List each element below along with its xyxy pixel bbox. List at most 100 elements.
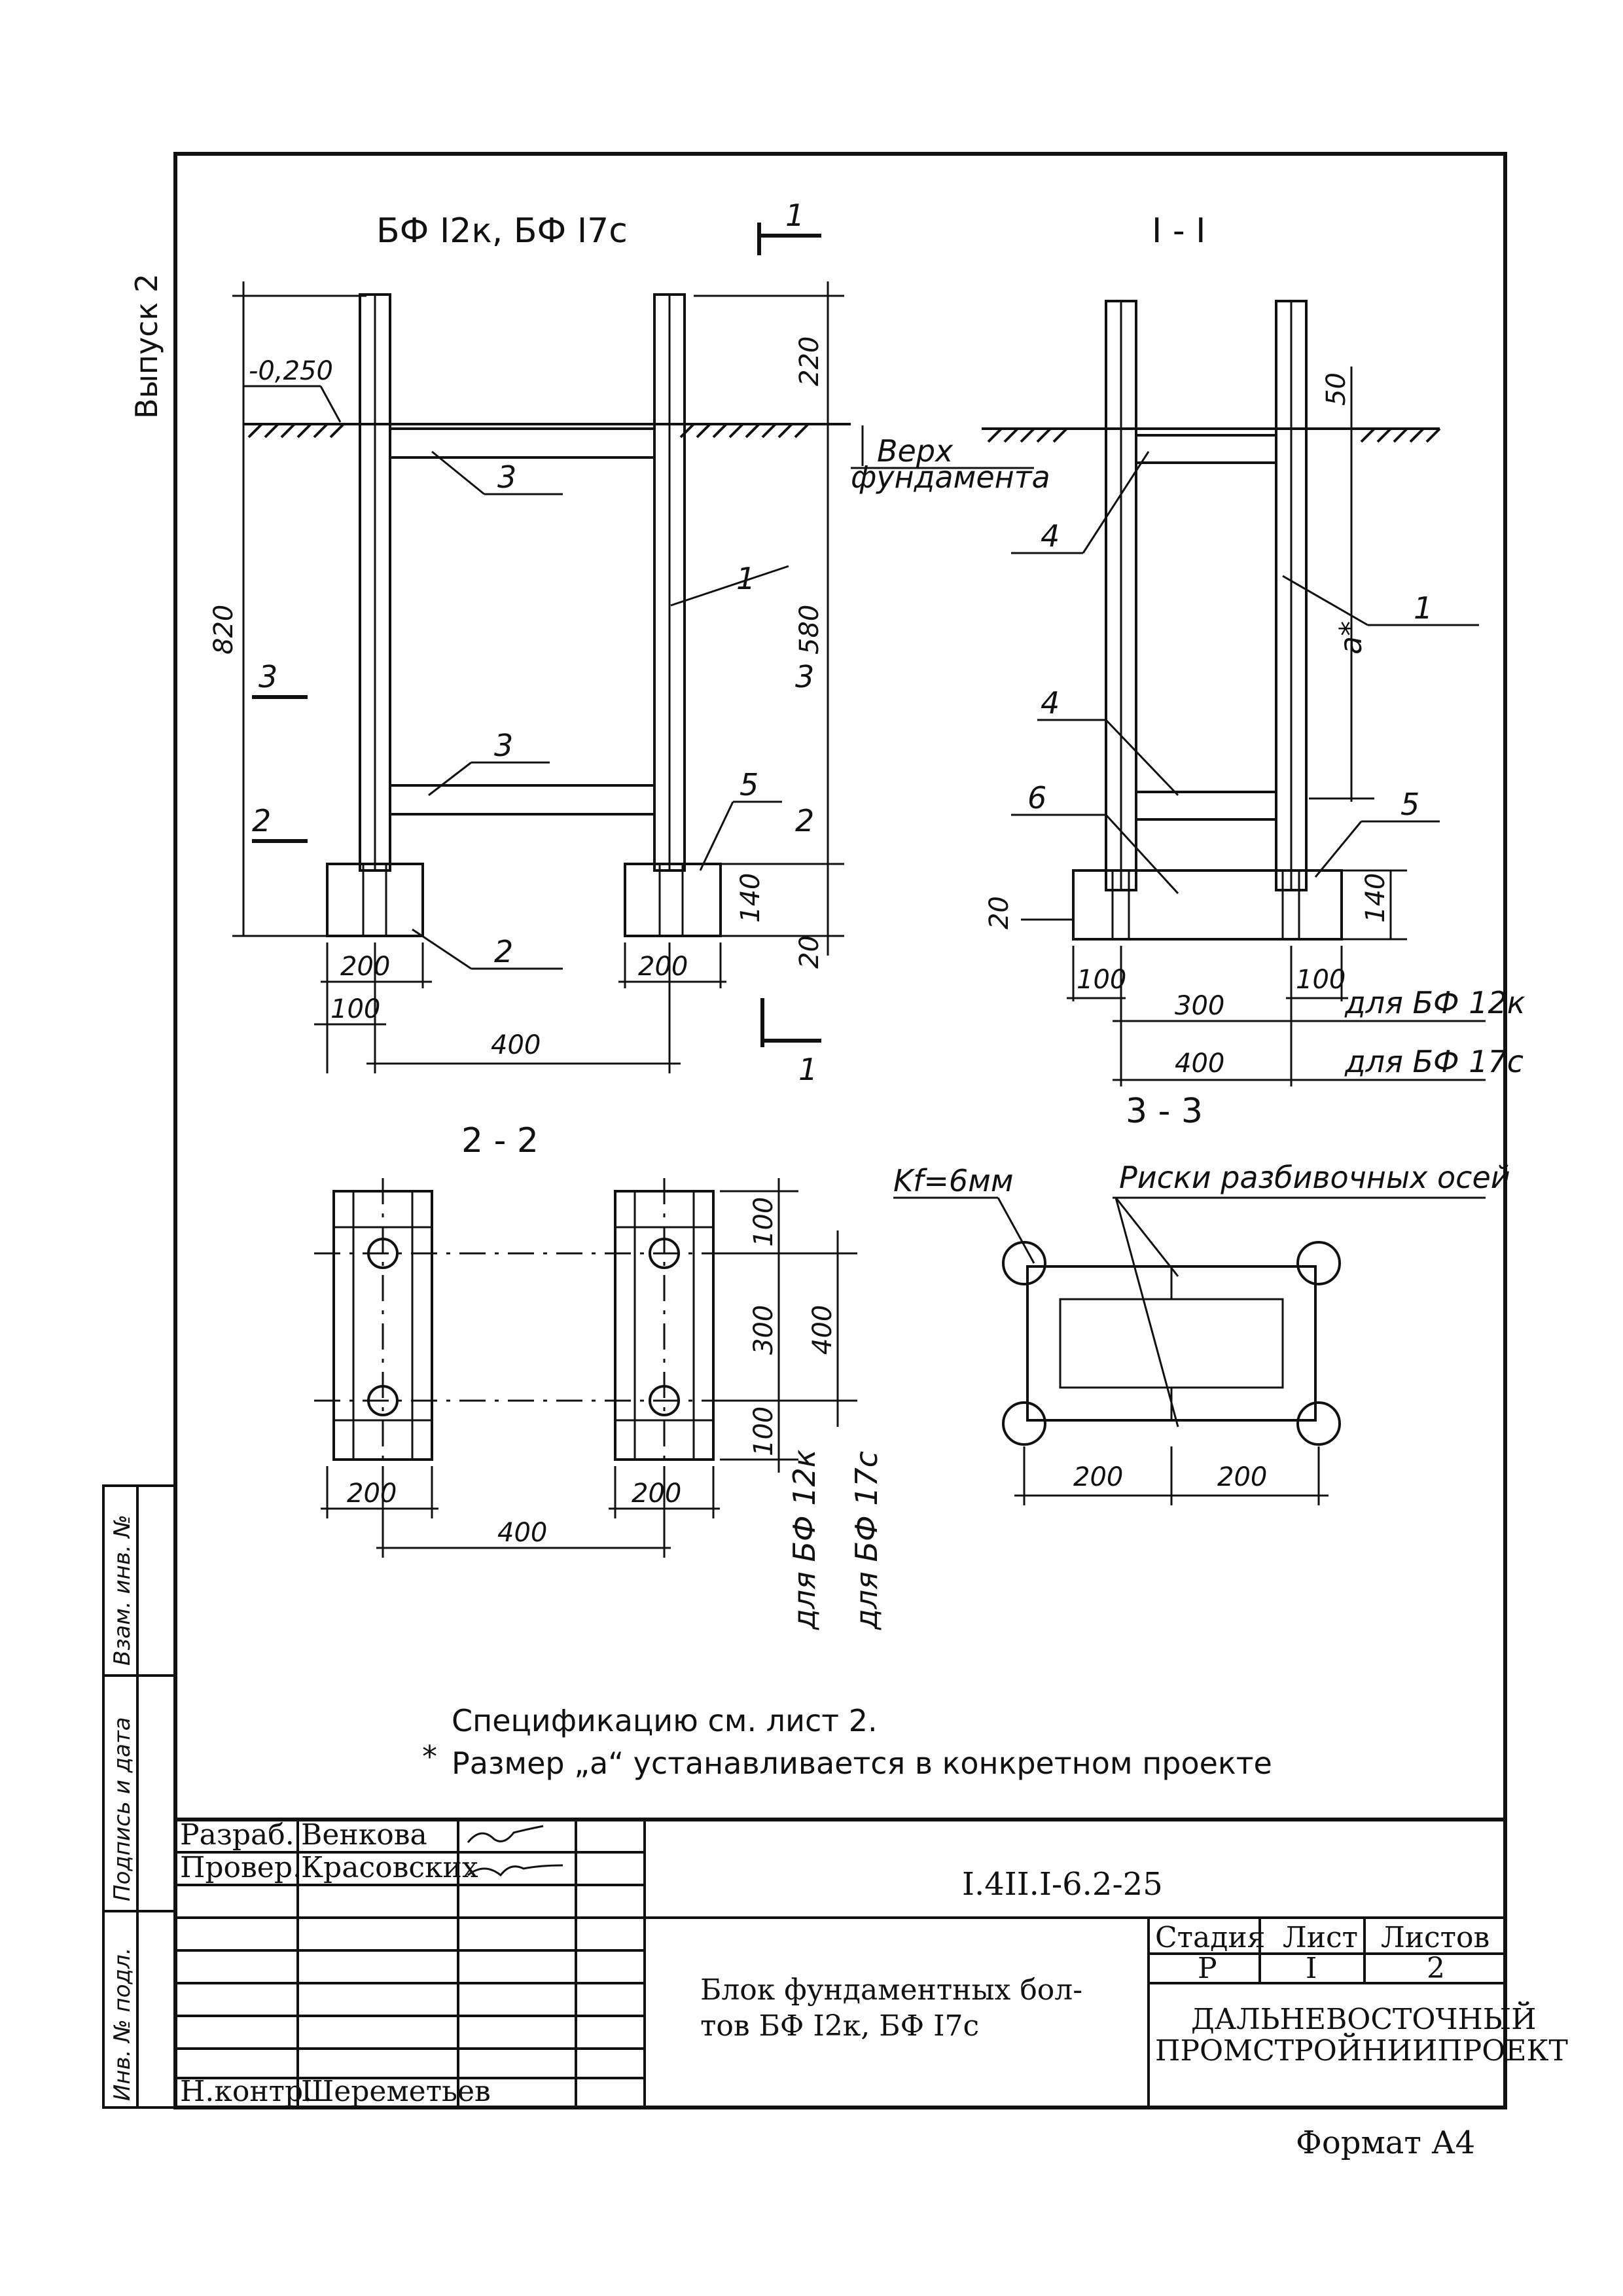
tb-item-name-1: Блок фундаментных бол- (700, 1973, 1082, 2007)
main-elevation-title: БФ I2к, БФ I7с (376, 211, 628, 251)
section-applies-17c: для БФ 17с (1344, 1044, 1524, 1079)
axes-note: Риски разбивочных осей (1119, 1160, 1510, 1195)
cut-mark-2: 2 (252, 803, 271, 838)
frame-bolt-tl (1002, 1241, 1046, 1285)
plan-dim-400-vert: 400 (808, 1305, 838, 1355)
frame-bolt-bl (1002, 1401, 1046, 1446)
frame-inner (1059, 1298, 1284, 1389)
ground-hatch (247, 423, 810, 439)
section-dim-300: 300 (1175, 991, 1224, 1021)
note-asterisk: * (422, 1739, 437, 1774)
side-stamp: Инв. № подл. Подпись и дата Взам. инв. № (102, 1484, 177, 2109)
section-2-2-title: 2 - 2 (461, 1121, 539, 1160)
note-dimension-a: Размер „a“ устанавливается в конкретном … (452, 1746, 1272, 1781)
section-dim-140: 140 (1361, 873, 1391, 923)
section-3-3-title: 3 - 3 (1126, 1092, 1203, 1131)
tb-document-code: I.4II.I-6.2-25 (962, 1866, 1163, 1903)
dim-820: 820 (209, 605, 239, 655)
section-dim-100-left: 100 (1077, 965, 1126, 995)
section-dim-20: 20 (984, 896, 1014, 929)
plan-dim-400: 400 (497, 1518, 547, 1548)
section-dim-a: a* (1333, 621, 1368, 655)
label-bar-bottom: 3 (494, 728, 513, 763)
plan-dim-200-right: 200 (632, 1479, 681, 1509)
section-bar-top (1135, 434, 1277, 464)
tb-name-developer: Венкова (301, 1818, 427, 1852)
bar-bottom (389, 784, 656, 816)
notes: Спецификацию см. лист 2. * Размер „a“ ус… (422, 1703, 1272, 1781)
label-bar-top: 3 (497, 459, 516, 495)
plate-right (624, 863, 722, 937)
tb-item-name-2: тов БФ I2к, БФ I7с (700, 2009, 979, 2043)
section-label-1: 1 (1414, 590, 1433, 626)
label-plate: 2 (494, 934, 513, 969)
issue-label: Выпуск 2 (129, 274, 164, 419)
dim-20: 20 (794, 935, 825, 969)
level-mark: -0,250 (249, 356, 333, 386)
label-washer: 5 (740, 767, 758, 802)
dim-100: 100 (330, 994, 380, 1024)
tb-sheets: 2 (1427, 1952, 1445, 1985)
tb-stage-header: Стадия (1155, 1921, 1265, 1954)
section-label-5: 5 (1400, 787, 1419, 822)
tb-stage: Р (1198, 1952, 1217, 1985)
section-3-3: 3 - 3 Kf=6мм Риски разбивочных осей 200 … (893, 1092, 1510, 1505)
section-dim-400: 400 (1175, 1049, 1224, 1079)
cut-mark-1-top: 1 (785, 198, 804, 233)
tb-name-norm-control: Шереметьев (301, 2075, 491, 2108)
section-bar-bottom (1135, 791, 1277, 821)
weld-leg-label: Kf=6мм (893, 1163, 1014, 1198)
bar-top (389, 427, 656, 459)
tb-sheet: I (1306, 1952, 1317, 1985)
plan-dim-200-left: 200 (347, 1479, 397, 1509)
tb-role-developer: Разраб. (180, 1818, 294, 1852)
top-of-foundation-2: фундамента (851, 459, 1050, 495)
top-of-foundation-1: Верх (877, 433, 954, 469)
label-bolt: 1 (736, 561, 755, 596)
section-base-plate (1072, 869, 1343, 941)
section-2-2: 2 - 2 200 200 400 100 300 400 (314, 1121, 884, 1630)
tb-sheets-header: Листов (1381, 1921, 1489, 1954)
cut-mark-3: 3 (259, 659, 277, 694)
plan-dim-100-bottom: 100 (749, 1407, 779, 1456)
section-ground-hatch (987, 427, 1441, 443)
tb-organization-1: ДАЛЬНЕВОСТОЧНЫЙ (1191, 2001, 1536, 2036)
main-elevation: БФ I2к, БФ I7с -0,250 Верх фундамента (209, 198, 1050, 1087)
title-block: Разраб. Венкова Провер. Красовских Н.кон… (173, 1818, 1568, 2109)
section-dim-100-right: 100 (1296, 965, 1346, 995)
plan-applies-12k: для БФ 12к (787, 1449, 822, 1630)
cut-mark-1-bottom: 1 (798, 1052, 817, 1087)
frame-bolt-br (1296, 1401, 1341, 1446)
note-specification: Спецификацию см. лист 2. (452, 1703, 878, 1738)
dim-400: 400 (491, 1030, 541, 1060)
plan-dim-100-top: 100 (749, 1197, 779, 1247)
signature-checker (467, 1864, 563, 1877)
cut-mark-2-right: 2 (795, 803, 814, 838)
tb-sheet-header: Лист (1283, 1921, 1358, 1954)
tb-role-norm-control: Н.контр. (180, 2075, 312, 2108)
section-applies-12k: для БФ 12к (1344, 985, 1525, 1020)
plate-left (326, 863, 424, 937)
dim-140: 140 (736, 873, 766, 923)
dim-200-left: 200 (340, 952, 390, 982)
signature-developer (467, 1825, 544, 1843)
cut-mark-3-right: 3 (795, 659, 814, 694)
stamp-vzam-inv: Взам. инв. № (109, 1515, 135, 1666)
format-label: Формат А4 (1296, 2125, 1475, 2161)
frame-dim-200-right: 200 (1217, 1462, 1267, 1492)
stamp-inv-podl: Инв. № подл. (109, 1947, 135, 2101)
section-1-1-title: I - I (1152, 211, 1206, 251)
section-dim-50: 50 (1321, 372, 1351, 406)
stamp-signature-date: Подпись и дата (109, 1717, 135, 1901)
plan-applies-17c: для БФ 17с (849, 1451, 884, 1630)
tb-organization-2: ПРОМСТРОЙНИИПРОЕКТ (1155, 2032, 1568, 2068)
frame-bolt-tr (1296, 1241, 1341, 1285)
section-label-4-bottom: 4 (1041, 685, 1060, 721)
dim-200-right: 200 (638, 952, 688, 982)
section-1-1: I - I 4 1 4 6 5 50 a* (982, 211, 1525, 1086)
tb-role-checker: Провер. (180, 1851, 302, 1884)
plan-dim-300: 300 (749, 1305, 779, 1355)
dim-580: 580 (794, 605, 825, 655)
section-label-4-top: 4 (1041, 518, 1060, 554)
